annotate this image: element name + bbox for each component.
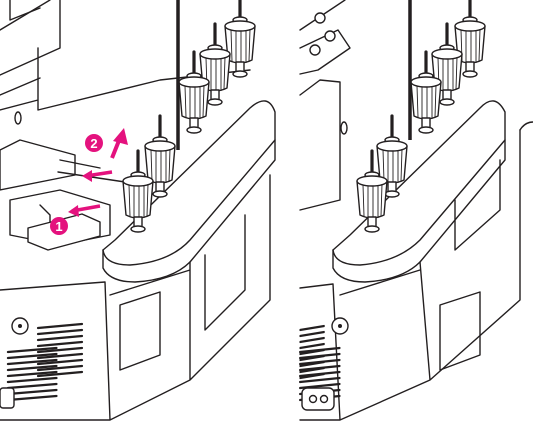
left-panel: 1 2: [0, 0, 276, 421]
accessory-tray: [0, 139, 76, 191]
step-1-label: 1: [55, 219, 62, 234]
step-2-label: 2: [90, 136, 97, 151]
control-knob-icon: [314, 12, 326, 24]
machine-upper-body: [0, 0, 251, 111]
spool-stand-base: [102, 100, 276, 266]
control-knob-icon: [324, 30, 336, 42]
machine-lower-body: [299, 129, 521, 421]
socket-icon: [0, 387, 15, 409]
step-2-badge: 2: [85, 134, 103, 152]
socket-icon: [301, 387, 335, 411]
control-knob-icon: [309, 44, 321, 56]
machine-lower-body: [0, 174, 271, 421]
step-1-badge: 1: [50, 217, 68, 235]
right-panel: [298, 0, 533, 421]
